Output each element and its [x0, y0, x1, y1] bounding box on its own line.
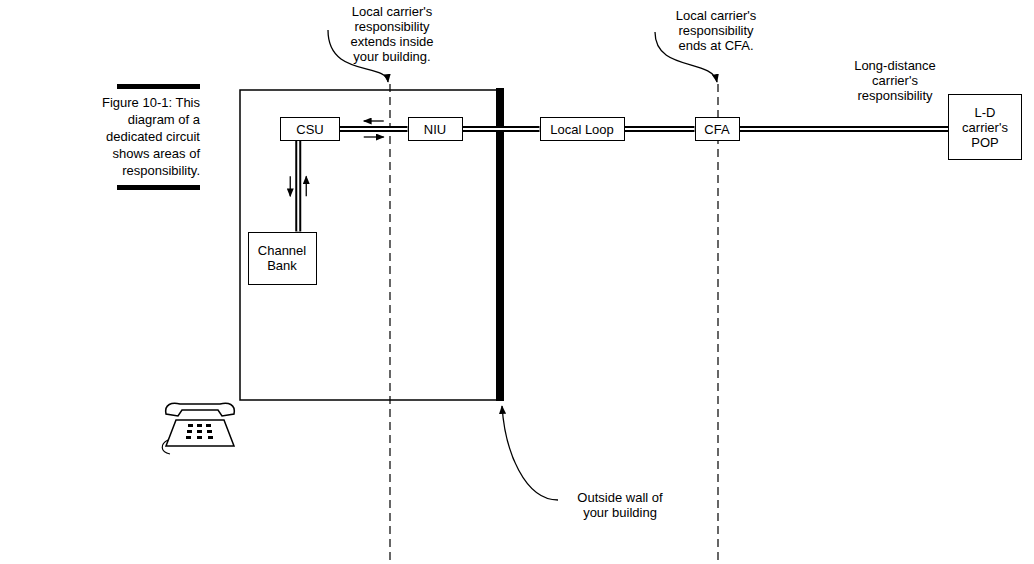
- callout-note: Local carrier's responsibility extends i…: [342, 4, 442, 64]
- flow-arrow: [306, 176, 307, 196]
- box-label: L-D carrier's POP: [955, 105, 1015, 150]
- box-label: Local Loop: [550, 122, 614, 137]
- figure-caption: Figure 10-1: This diagram of a dedicated…: [100, 94, 200, 179]
- flow-arrow: [364, 120, 384, 121]
- circuit-line: [463, 129, 540, 130]
- box-label: Channel Bank: [255, 243, 310, 273]
- line-inner: [740, 128, 949, 130]
- process-box: CSU: [280, 117, 340, 141]
- flow-arrow: [364, 136, 384, 137]
- caption-bar: [117, 84, 200, 89]
- process-box: CFA: [695, 117, 740, 141]
- flow-arrow: [290, 176, 291, 196]
- line-outer: [463, 126, 540, 132]
- circuit-line: [740, 129, 949, 130]
- box-label: CFA: [704, 122, 729, 137]
- callout-note: Outside wall of your building: [565, 490, 675, 520]
- caption-bar: [117, 185, 200, 190]
- responsibility-boundary: [717, 84, 718, 562]
- line-inner: [463, 128, 540, 130]
- telephone-icon: [162, 403, 234, 454]
- process-box: Local Loop: [540, 117, 625, 141]
- callout-arrow: [502, 406, 558, 500]
- building-outline: [240, 90, 500, 400]
- phone-handset: [166, 403, 235, 416]
- box-label: NIU: [424, 122, 446, 137]
- line-inner: [625, 128, 695, 130]
- line-inner: [297, 141, 299, 232]
- circuit-line: [290, 141, 306, 232]
- line-outer: [740, 126, 949, 132]
- line-outer: [295, 141, 301, 232]
- line-outer: [340, 126, 408, 132]
- outside-wall: [496, 88, 504, 401]
- callout-note: Long-distance carrier's responsibility: [845, 58, 945, 103]
- process-box: Channel Bank: [248, 232, 317, 285]
- phone-body: [166, 420, 234, 446]
- line-outer: [625, 126, 695, 132]
- process-box: NIU: [408, 117, 463, 141]
- circuit-line: [340, 121, 408, 137]
- process-box: L-D carrier's POP: [948, 94, 1022, 160]
- line-inner: [340, 128, 408, 130]
- responsibility-boundary: [389, 84, 390, 560]
- circuit-line: [625, 129, 695, 130]
- callout-note: Local carrier's responsibility ends at C…: [666, 8, 766, 53]
- box-label: CSU: [296, 122, 323, 137]
- phone-keypad: [186, 424, 213, 439]
